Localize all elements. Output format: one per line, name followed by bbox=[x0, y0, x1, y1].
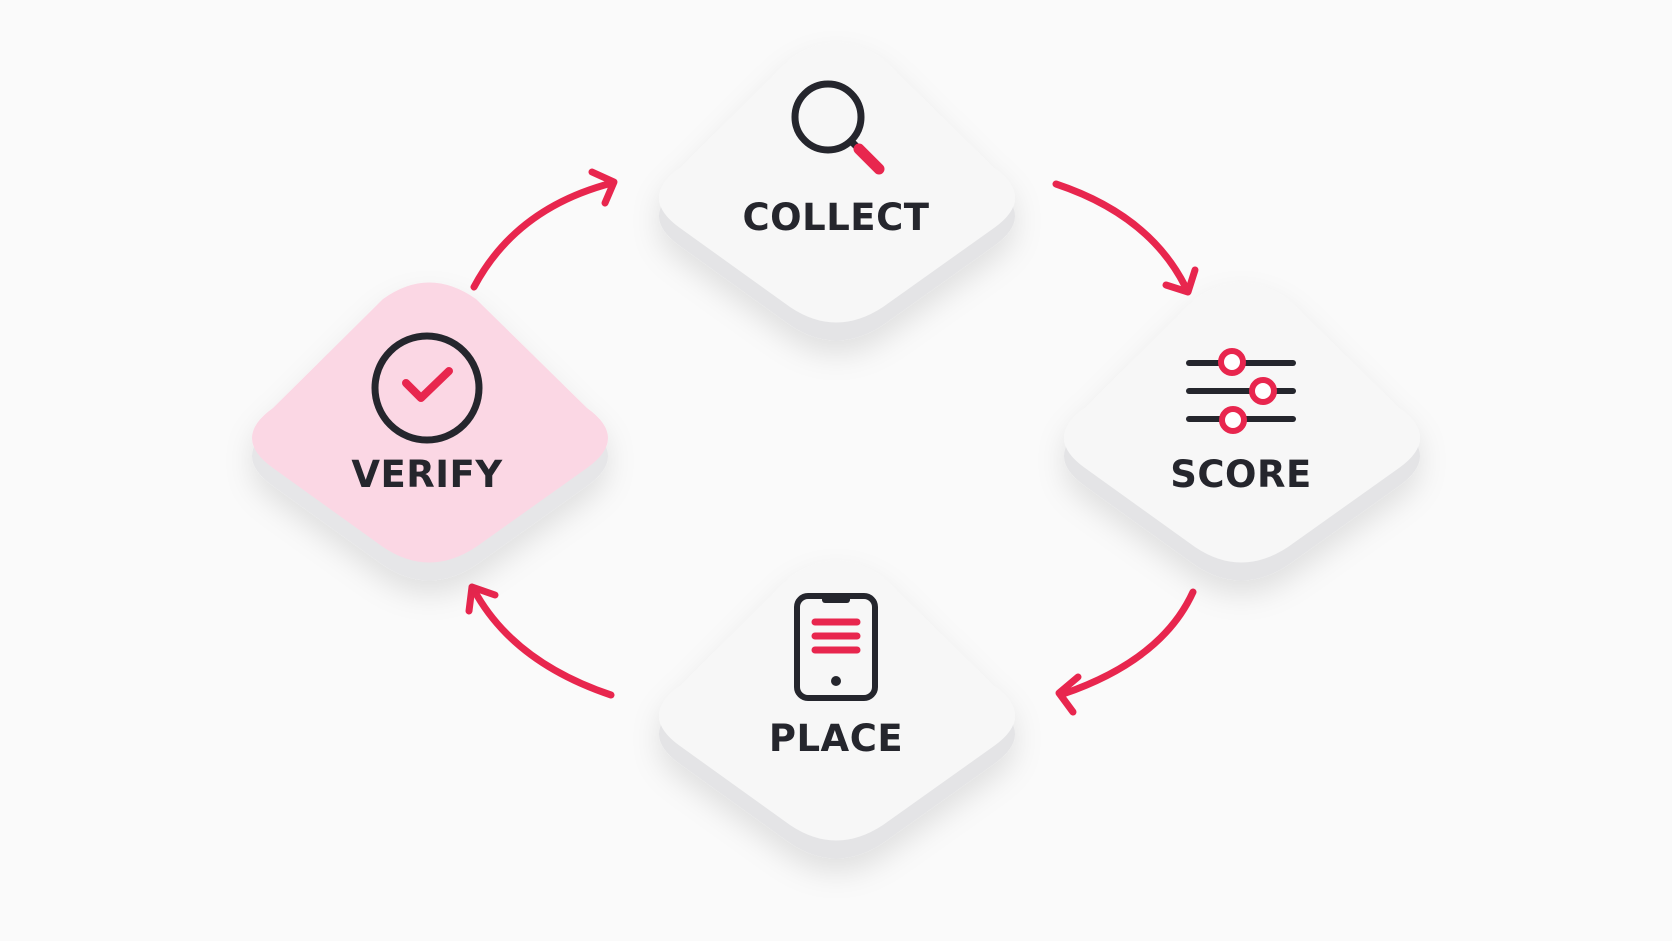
check-circle-icon bbox=[371, 332, 483, 444]
step-label-place: PLACE bbox=[769, 717, 903, 760]
flow-arrow-verify-to-collect bbox=[470, 168, 618, 291]
flow-arrow-collect-to-score bbox=[1052, 180, 1199, 296]
step-label-verify: VERIFY bbox=[351, 453, 503, 496]
step-collect: COLLECT bbox=[659, 42, 1015, 341]
flow-arrow-score-to-place bbox=[1055, 588, 1197, 716]
flow-arrow-place-to-verify bbox=[465, 583, 615, 699]
phone-icon bbox=[794, 593, 878, 701]
step-label-collect: COLLECT bbox=[743, 196, 930, 239]
step-score: SCORE bbox=[1064, 282, 1420, 581]
step-label-score: SCORE bbox=[1170, 453, 1312, 496]
magnifier-icon bbox=[791, 80, 885, 175]
step-place: PLACE bbox=[659, 560, 1015, 859]
step-verify: VERIFY bbox=[252, 282, 608, 581]
sliders-icon bbox=[1186, 348, 1296, 434]
